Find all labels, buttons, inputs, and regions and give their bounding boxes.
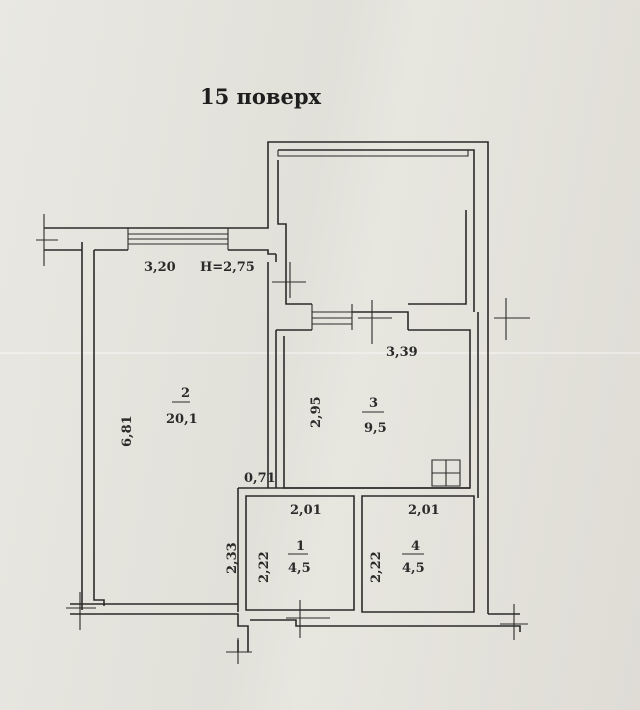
room-4-label: 4 4,5 [402,539,425,576]
dim-room1-outer-length: 2,33 [225,542,240,574]
room-4-number: 4 [411,539,420,554]
dim-room2-width: 3,20 [144,260,176,275]
walls [44,141,521,652]
dim-room1-width: 2,01 [290,503,322,518]
room-3-area: 9,5 [364,421,387,436]
room-2-label: 2 20,1 [166,386,198,427]
room-3-number: 3 [369,396,378,411]
dim-room4-length: 2,22 [369,551,384,583]
room-1-area: 4,5 [288,561,311,576]
room-1-number: 1 [296,539,305,554]
paper-fold-line [0,352,640,354]
floor-title: 15 поверх [200,84,322,109]
room-2-area: 20,1 [166,412,198,427]
dim-room4-width: 2,01 [408,503,440,518]
room-3-label: 3 9,5 [362,396,387,436]
room-1-label: 1 4,5 [288,539,311,576]
dim-room2-length: 6,81 [120,415,135,447]
ceiling-height: H=2,75 [200,260,255,275]
dimension-ticks [36,214,530,664]
room-2-number: 2 [181,386,190,401]
room-4-area: 4,5 [402,561,425,576]
dim-room3-width: 3,39 [386,345,418,360]
dim-room1-length: 2,22 [257,551,272,583]
dim-room3-length: 2,95 [309,396,324,428]
dim-corridor-width: 0,71 [244,471,276,486]
